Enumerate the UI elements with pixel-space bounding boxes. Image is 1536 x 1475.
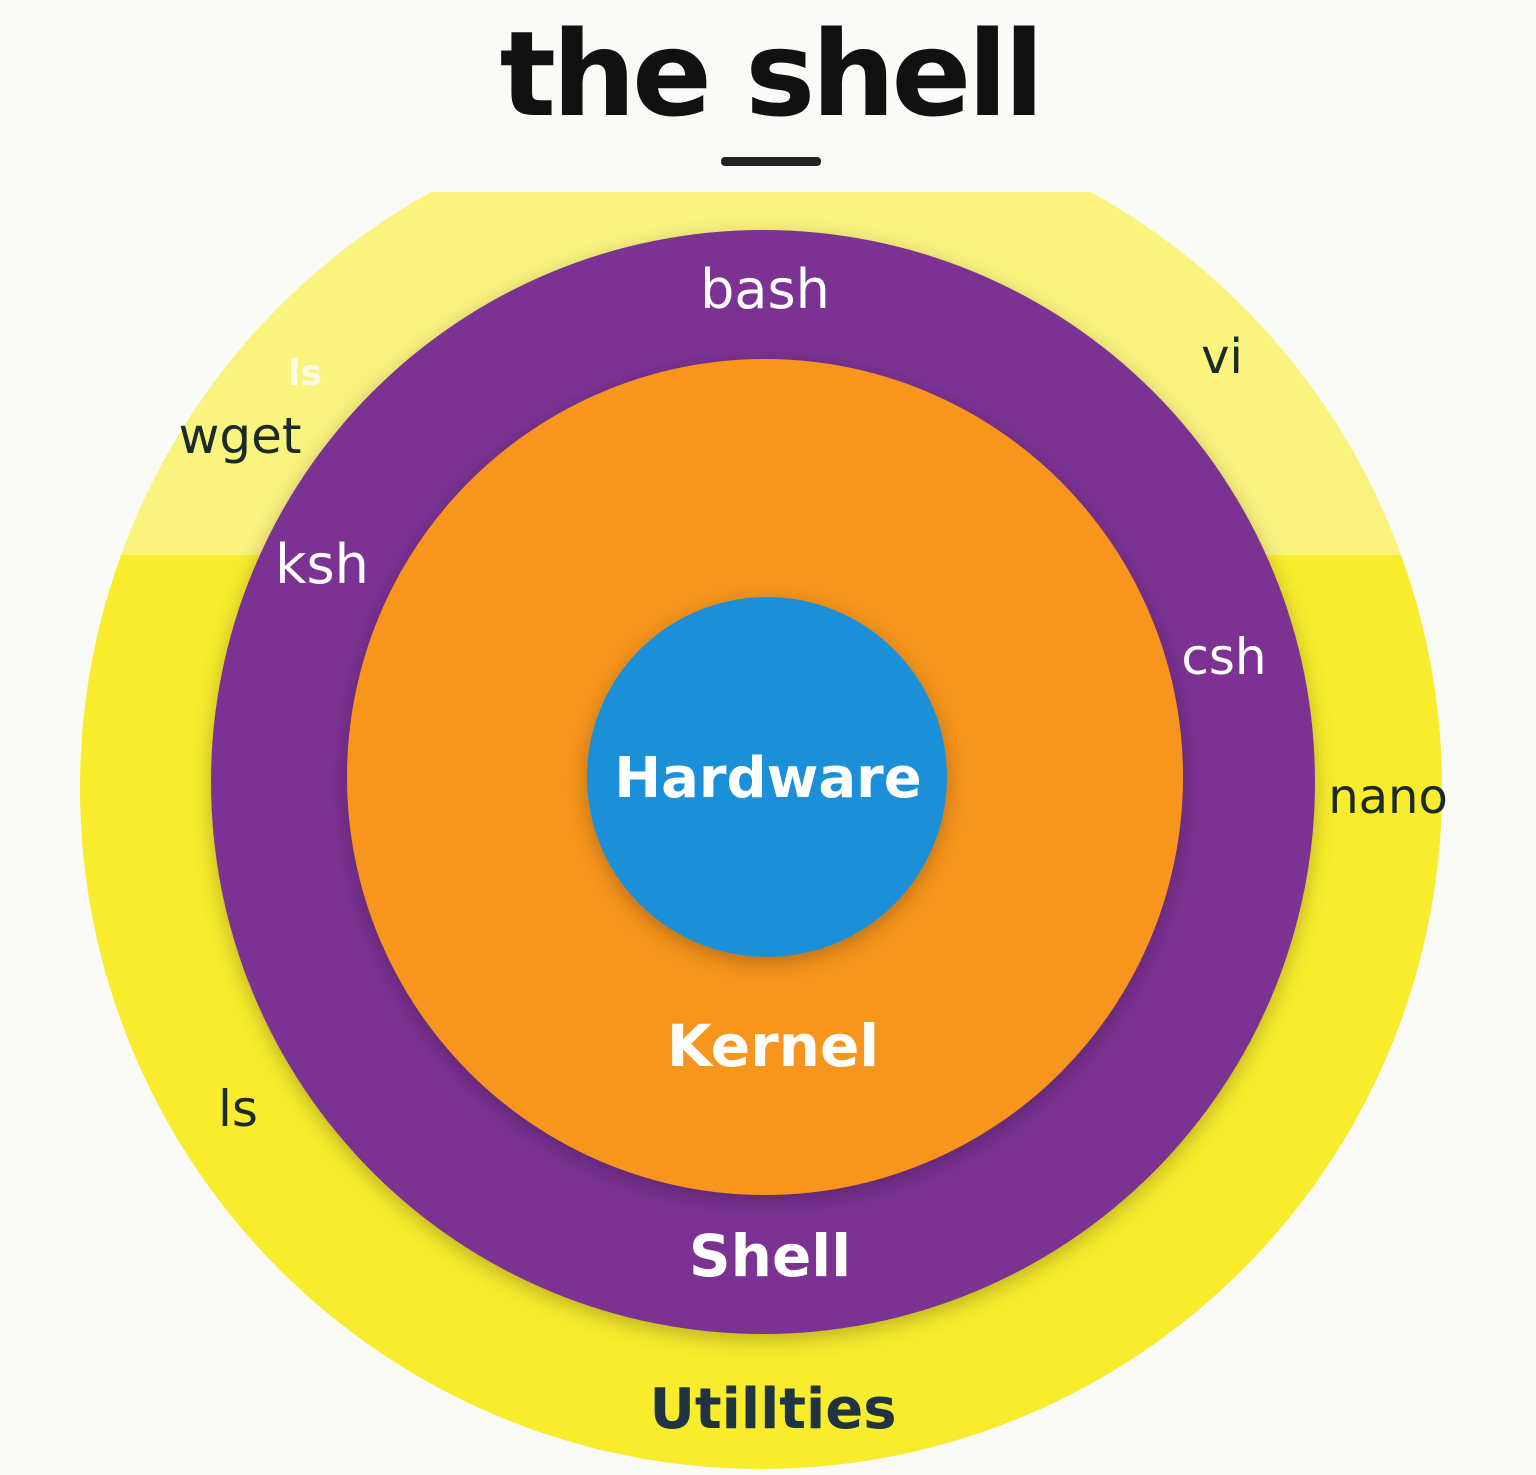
shell-item-bash: bash [700,258,830,321]
utilities-label: Utillties [649,1377,896,1442]
utility-item-wget: wget [179,407,302,465]
utility-item-ls-lower: ls [218,1080,258,1138]
utility-item-vi: vi [1201,329,1243,385]
title-underline [721,157,821,166]
kernel-label: Kernel [667,1012,879,1080]
title: the shell [500,5,1041,143]
utility-item-ls: ls [288,353,322,394]
shell-label: Shell [689,1222,851,1290]
shell-item-ksh: ksh [275,533,369,596]
hardware-label: Hardware [614,746,921,811]
utility-item-nano: nano [1328,769,1448,825]
shell-item-csh: csh [1181,628,1266,686]
hardware-layer [587,597,947,957]
